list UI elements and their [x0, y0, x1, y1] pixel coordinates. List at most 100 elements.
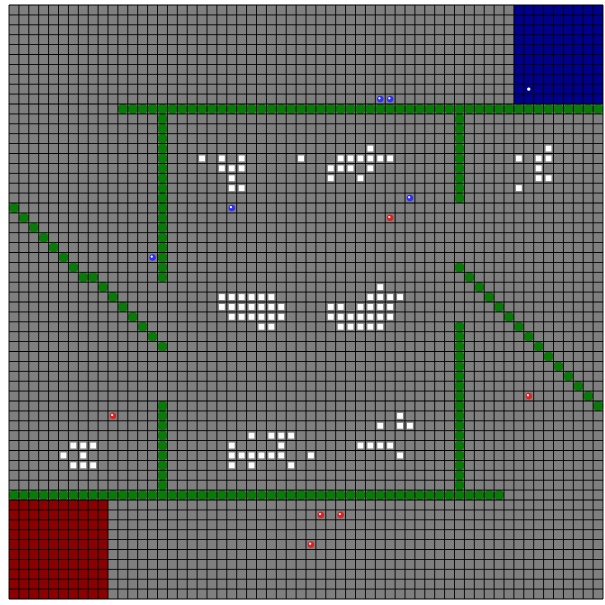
wall-block: [246, 490, 256, 500]
wall-block: [157, 480, 167, 490]
wall-block: [454, 173, 464, 183]
wall-block: [306, 490, 316, 500]
resource-square: [259, 294, 265, 300]
blue-unit-highlight: [408, 196, 410, 198]
resource-square: [278, 304, 284, 310]
resource-square: [367, 156, 373, 162]
blue-unit[interactable]: [228, 205, 235, 212]
wall-block: [9, 490, 19, 500]
wall-block: [534, 341, 544, 351]
resource-square: [278, 433, 284, 439]
wall-block: [573, 104, 583, 114]
wall-block: [454, 391, 464, 401]
wall-block: [484, 104, 494, 114]
blue-unit-body: [228, 205, 235, 212]
wall-block: [454, 470, 464, 480]
wall-block: [147, 490, 157, 500]
resource-square: [249, 433, 255, 439]
blue-unit-body: [407, 195, 414, 202]
resource-square: [259, 304, 265, 310]
blue-unit-highlight: [151, 256, 153, 258]
resource-square: [348, 165, 354, 171]
wall-block: [187, 104, 197, 114]
red-unit[interactable]: [308, 541, 315, 548]
red-unit-highlight: [319, 513, 321, 515]
wall-block: [108, 490, 118, 500]
wall-block: [534, 104, 544, 114]
wall-block: [336, 490, 346, 500]
wall-block: [345, 104, 355, 114]
resource-square: [70, 443, 76, 449]
wall-block: [454, 193, 464, 203]
resource-square: [377, 156, 383, 162]
resource-square: [367, 324, 373, 330]
resource-square: [278, 453, 284, 459]
resource-square: [219, 156, 225, 162]
wall-block: [58, 252, 68, 262]
blue-unit[interactable]: [407, 195, 414, 202]
resource-square: [288, 433, 294, 439]
wall-block: [217, 490, 227, 500]
wall-block: [177, 490, 187, 500]
wall-block: [464, 104, 474, 114]
resource-square: [278, 443, 284, 449]
red-unit[interactable]: [337, 512, 344, 519]
wall-block: [444, 490, 454, 500]
wall-block: [395, 104, 405, 114]
wall-block: [484, 292, 494, 302]
red-unit[interactable]: [387, 215, 394, 222]
wall-block: [88, 490, 98, 500]
blue-unit[interactable]: [387, 96, 394, 103]
resource-square: [546, 146, 552, 152]
wall-block: [385, 104, 395, 114]
wall-block: [88, 272, 98, 282]
resource-square: [397, 423, 403, 429]
resource-square: [239, 185, 245, 191]
wall-block: [405, 490, 415, 500]
wall-block: [128, 490, 138, 500]
blue-unit-body: [377, 96, 384, 103]
resource-square: [358, 175, 364, 181]
blue-unit[interactable]: [377, 96, 384, 103]
resource-square: [80, 453, 86, 459]
wall-block: [157, 440, 167, 450]
wall-block: [157, 124, 167, 134]
wall-block: [454, 114, 464, 124]
resource-square: [249, 453, 255, 459]
wall-block: [593, 104, 603, 114]
wall-block: [296, 104, 306, 114]
wall-block: [365, 490, 375, 500]
wall-block: [157, 183, 167, 193]
resource-square: [219, 304, 225, 310]
resource-square: [338, 156, 344, 162]
resource-square: [278, 314, 284, 320]
wall-block: [454, 341, 464, 351]
wall-block: [118, 302, 128, 312]
wall-block: [108, 292, 118, 302]
red-unit-body: [525, 393, 532, 400]
red-unit-highlight: [388, 216, 390, 218]
resource-square: [377, 324, 383, 330]
wall-block: [514, 322, 524, 332]
wall-block: [48, 490, 58, 500]
red-unit[interactable]: [318, 512, 325, 519]
resource-square: [249, 304, 255, 310]
resource-square: [259, 453, 265, 459]
wall-block: [68, 490, 78, 500]
wall-block: [296, 490, 306, 500]
blue-unit[interactable]: [149, 254, 156, 261]
blue-unit-body: [149, 254, 156, 261]
wall-block: [454, 490, 464, 500]
grid-line-path: [9, 5, 603, 599]
wall-block: [355, 490, 365, 500]
wall-block: [454, 381, 464, 391]
resource-square: [358, 314, 364, 320]
resource-square: [367, 443, 373, 449]
red-unit[interactable]: [110, 413, 117, 420]
red-unit-body: [110, 413, 117, 420]
wall-block: [256, 104, 266, 114]
resource-square: [377, 304, 383, 310]
wall-block: [316, 490, 326, 500]
red-unit[interactable]: [525, 393, 532, 400]
